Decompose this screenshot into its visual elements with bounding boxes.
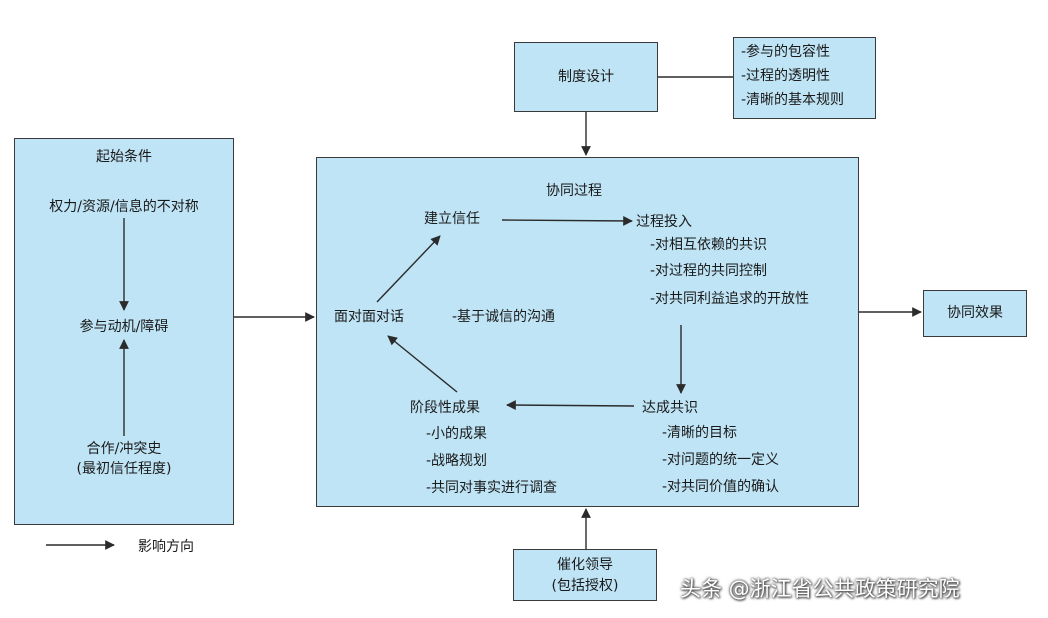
collaborative-process-title: 协同过程 <box>546 183 602 199</box>
asymmetry-label: 权力/资源/信息的不对称 <box>49 199 199 215</box>
outcome-item-joint-fact-finding: -共同对事实进行调查 <box>426 480 558 496</box>
initial-trust-label: (最初信任程度) <box>76 461 172 477</box>
commitment-item-ownership: -对过程的共同控制 <box>650 263 768 279</box>
arrow-outcomes-to-dialogue <box>387 335 458 393</box>
outcome-item-small-wins: -小的成果 <box>426 426 488 442</box>
design-criteria-box <box>733 37 876 119</box>
consensus-label: 达成共识 <box>642 400 698 416</box>
arrow-trust-to-commitment <box>501 216 633 226</box>
consensus-item-mission: -清晰的目标 <box>662 425 738 441</box>
leadership-label: 催化领导 <box>557 557 613 573</box>
collaborative-process-box <box>316 157 859 507</box>
empowerment-label: (包括授权) <box>551 578 619 594</box>
collaboration-outcomes-title: 协同效果 <box>947 305 1003 321</box>
arrow-dialogue-to-trust <box>376 235 441 303</box>
consensus-item-values: -对共同价值的确认 <box>662 479 780 495</box>
commitment-label: 过程投入 <box>636 214 692 230</box>
design-item-transparency: -过程的透明性 <box>741 68 831 84</box>
legend-label: 影响方向 <box>138 539 194 555</box>
watermark-text: 头条 @浙江省公共政策研究院 <box>680 577 960 601</box>
starting-conditions-title: 起始条件 <box>96 149 152 165</box>
intermediate-outcomes-label: 阶段性成果 <box>410 400 480 416</box>
dialogue-label: 面对面对话 <box>334 309 404 325</box>
consensus-item-definition: -对问题的统一定义 <box>662 452 780 468</box>
collaboration-outcomes-box <box>923 290 1027 337</box>
facilitative-leadership-box <box>513 549 657 601</box>
design-item-ground-rules: -清晰的基本规则 <box>741 92 845 108</box>
outcome-item-strategic-plans: -战略规划 <box>426 453 488 469</box>
commitment-item-interdependence: -对相互依赖的共识 <box>650 237 768 253</box>
arrow-consensus-to-outcomes <box>506 400 635 410</box>
institutional-design-title: 制度设计 <box>558 69 614 85</box>
institutional-design-box <box>514 42 658 112</box>
trust-building-label: 建立信任 <box>424 211 480 227</box>
motivation-label: 参与动机/障碍 <box>79 319 169 335</box>
starting-conditions-box <box>14 138 234 525</box>
dialogue-note: -基于诚信的沟通 <box>452 309 556 325</box>
commitment-item-openness: -对共同利益追求的开放性 <box>650 291 810 307</box>
history-label: 合作/冲突史 <box>86 441 162 457</box>
design-item-inclusiveness: -参与的包容性 <box>741 44 831 60</box>
